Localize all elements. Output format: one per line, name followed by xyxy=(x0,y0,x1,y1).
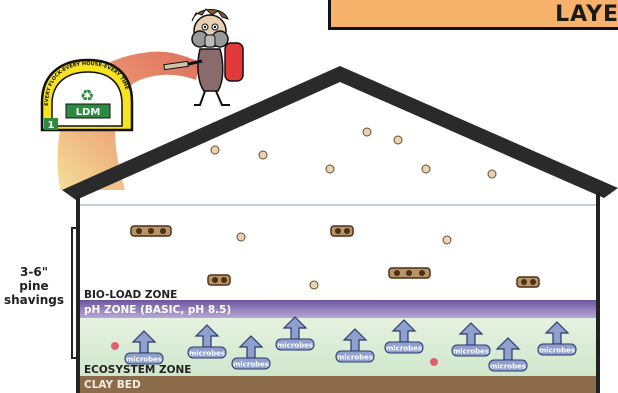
litter-clump-icon xyxy=(130,225,172,237)
air-particle xyxy=(487,169,497,179)
microbe-label: microbes xyxy=(539,347,575,355)
air-particle xyxy=(393,135,403,145)
microbe-arrows: microbes microbes microbes microbes micr xyxy=(124,316,577,372)
air-particle xyxy=(210,145,220,155)
microbe-label: microbes xyxy=(277,342,313,350)
depth-label-line: shavings xyxy=(4,293,64,307)
microbe-label: microbes xyxy=(337,354,373,362)
microbe-label: microbes xyxy=(233,361,269,369)
microbe-label: microbes xyxy=(453,348,489,356)
litter-clump-icon xyxy=(207,274,231,286)
ecosystem-zone-label: ECOSYSTEM ZONE xyxy=(84,364,191,376)
microbe-arrow-icon: microbes xyxy=(335,328,375,363)
microbe-label: microbes xyxy=(126,356,162,364)
microbe-arrow-icon: microbes xyxy=(187,324,227,359)
microbe-arrow-icon: microbes xyxy=(537,321,577,356)
microbe-label: microbes xyxy=(490,363,526,371)
air-particle xyxy=(421,164,431,174)
air-particle xyxy=(325,164,335,174)
air-particle xyxy=(258,150,268,160)
depth-label-line: 3-6" xyxy=(20,265,48,279)
air-particle xyxy=(309,280,319,290)
air-particles xyxy=(210,127,497,290)
roof xyxy=(62,66,618,200)
bio-load-zone-label: BIO-LOAD ZONE xyxy=(84,289,177,301)
ph-zone-label: pH ZONE (BASIC, pH 8.5) xyxy=(84,304,231,316)
sprayer-figure-icon xyxy=(163,8,244,106)
microbe-label: microbes xyxy=(386,345,422,353)
microbe-arrow-icon: microbes xyxy=(231,335,271,370)
microbe-arrow-icon: microbes xyxy=(488,337,528,372)
depth-label: 3-6" pine shavings xyxy=(0,265,68,307)
litter-clumps xyxy=(130,225,540,288)
air-particle xyxy=(236,232,246,242)
ldm-logo: ♻ LDM EVERY FLOCK-EVERY HOUSE-EVERY TIME… xyxy=(40,58,134,132)
litter-clump-icon xyxy=(388,267,431,279)
right-wall xyxy=(596,192,600,393)
depth-bracket xyxy=(71,227,78,359)
air-particle xyxy=(362,127,372,137)
depth-label-line: pine xyxy=(19,279,49,293)
house-logo-icon: ♻ xyxy=(80,86,94,105)
banner-text: LAYER xyxy=(555,2,618,27)
microbe-label: microbes xyxy=(189,350,225,358)
microbe-arrow-icon: microbes xyxy=(384,319,424,354)
microbe-arrow-icon: microbes xyxy=(451,322,491,357)
svg-text:1: 1 xyxy=(48,120,55,131)
clay-bed xyxy=(80,376,596,393)
microbe-arrow-icon: microbes xyxy=(275,316,315,351)
litter-clump-icon xyxy=(330,225,354,237)
ph-zone-band xyxy=(80,300,596,318)
red-dot xyxy=(430,358,438,366)
title-banner: LAYER xyxy=(328,0,618,30)
red-dot xyxy=(111,342,119,350)
microbe-arrow-icon: microbes xyxy=(124,330,164,365)
air-particle xyxy=(442,235,452,245)
litter-clump-icon xyxy=(516,276,540,288)
clay-bed-label: CLAY BED xyxy=(84,379,141,391)
logo-brand: LDM xyxy=(76,107,101,118)
left-wall xyxy=(76,195,80,393)
